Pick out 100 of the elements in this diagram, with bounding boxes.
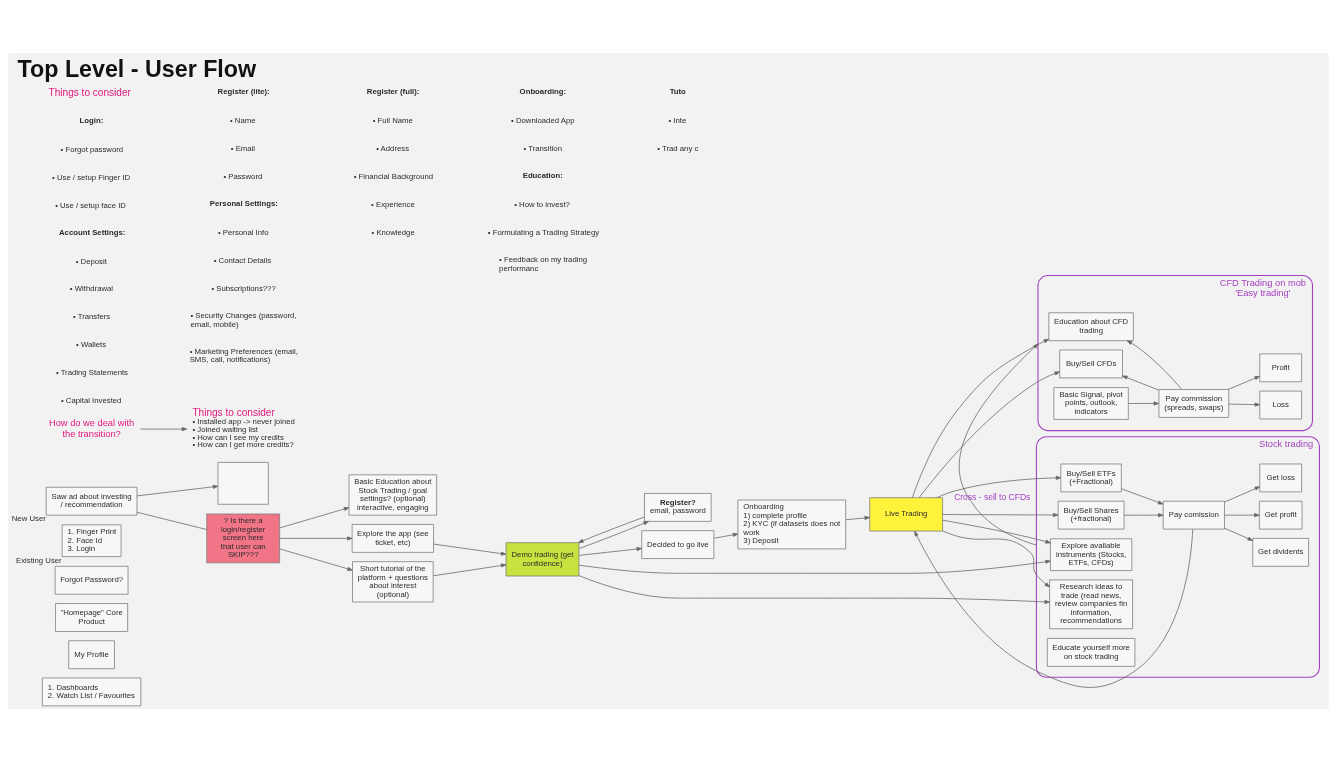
arrow xyxy=(918,370,1060,498)
arrow xyxy=(942,512,1059,517)
label: • Trading Statements xyxy=(55,367,128,377)
node-box: Basic Signal, pivot points, outlook, indicators xyxy=(1053,386,1129,420)
node-label: Existing User xyxy=(16,555,62,565)
node-box xyxy=(217,461,269,505)
label: • Use / setup face ID xyxy=(55,200,126,210)
label: • Feedback on my trading performanc xyxy=(499,254,588,273)
node-box: Live Trading xyxy=(869,496,943,531)
node-box: Get profit xyxy=(1258,500,1303,529)
arrow xyxy=(433,543,507,556)
arrow xyxy=(578,520,649,549)
node-box: Loss xyxy=(1259,390,1303,419)
label: • Experience xyxy=(371,199,415,209)
label: • Subscriptions??? xyxy=(211,283,276,293)
node-box: Forgot Password? xyxy=(54,565,129,595)
node-box: Buy/Sell ETFs (+Fractional) xyxy=(1060,463,1122,492)
node-box: Explore the app (see ticket, etc) xyxy=(351,523,434,553)
label: • Transition xyxy=(523,143,562,153)
arrow xyxy=(578,559,1051,574)
node-box: Decided to go live xyxy=(641,529,715,559)
label: • Withdrawal xyxy=(69,283,114,293)
label: • Forgot password xyxy=(60,144,124,154)
label: • Knowledge xyxy=(371,227,415,237)
node-box: Buy/Sell Shares (+fractional) xyxy=(1057,500,1125,529)
label: Things to consider xyxy=(48,86,131,98)
node-box: Basic Education about Stock Trading / goal settings? (optional) interactive, engaging xyxy=(348,473,438,516)
arrow xyxy=(1122,375,1160,390)
label: • Trad any c xyxy=(657,143,699,153)
node-box: Saw ad about investing / recommendation xyxy=(45,486,138,516)
arrow xyxy=(578,546,642,556)
label: Onboarding: xyxy=(519,86,567,96)
label: Education: xyxy=(522,170,563,180)
arrow xyxy=(942,519,1051,544)
arrow xyxy=(432,562,507,576)
arrow xyxy=(279,506,350,528)
node-box: My Profile xyxy=(68,639,115,669)
connector xyxy=(136,511,207,530)
arrow xyxy=(1126,339,1183,390)
diagram-title: Top Level - User Flow xyxy=(17,55,257,82)
label: • Deposit xyxy=(75,256,107,266)
label: • How to invest? xyxy=(514,199,570,209)
arrow xyxy=(911,338,1050,498)
arrow xyxy=(1227,375,1260,390)
label: • Full Name xyxy=(372,115,413,125)
label: Login: xyxy=(79,115,104,125)
arrow xyxy=(914,528,1194,688)
label: • Use / setup Finger ID xyxy=(52,172,131,182)
label: • Contact Details xyxy=(213,255,272,265)
label: Tuto xyxy=(669,86,686,96)
label: • Address xyxy=(376,143,410,153)
node-box: Get dividents xyxy=(1252,537,1309,567)
arrow xyxy=(1121,487,1164,504)
label: Register (full): xyxy=(366,86,420,96)
node-box: Pay comission xyxy=(1162,500,1225,529)
arrow xyxy=(1128,400,1159,405)
arrow xyxy=(1224,485,1261,502)
label: • Downloaded App xyxy=(511,115,575,125)
label: • Personal Info xyxy=(217,227,269,237)
node-box: Register? email, password xyxy=(644,492,712,522)
arrow xyxy=(578,516,645,543)
label: • Security Changes (password, email, mobile) xyxy=(190,310,297,329)
arrow xyxy=(1228,402,1261,407)
arrow xyxy=(845,515,870,520)
arrow xyxy=(136,484,219,496)
label: Personal Settings: xyxy=(209,198,278,208)
node-box: Education about CFD trading xyxy=(1048,311,1134,341)
label: • Transfers xyxy=(72,311,111,321)
arrow xyxy=(279,535,353,540)
node-box: Buy/Sell CFDs xyxy=(1059,349,1123,378)
arrow xyxy=(942,530,1050,587)
node-box: Short tutorial of the platform + questions about interest (optional) xyxy=(352,560,434,602)
label: Register (lite): xyxy=(217,86,270,96)
arrow xyxy=(140,426,188,431)
node-label: New User xyxy=(11,513,46,523)
node-box: Educate yourself more on stock trading xyxy=(1046,637,1136,667)
node-box: 1. Dashboards 2. Watch List / Favourites xyxy=(41,677,142,706)
node-box: Pay commission (spreads, swaps) xyxy=(1158,388,1230,418)
node-box: Explore available instruments (Stocks, ETFs, CFDs) xyxy=(1050,537,1133,571)
arrow xyxy=(1224,527,1254,541)
node-box: Profit xyxy=(1259,352,1303,382)
node-box: Get loss xyxy=(1259,463,1303,492)
arrow xyxy=(958,343,1039,546)
node-box: 1. Finger Print 2. Face Id 3. Login xyxy=(61,523,122,557)
node-box: "Homepage" Core Product xyxy=(55,602,129,632)
edge-label: Cross - sell to CFDs xyxy=(954,491,1031,502)
node-box: Research ideas to trade (read news, review companies fin information, recommendations xyxy=(1049,579,1133,629)
arrow xyxy=(936,475,1062,498)
arrow xyxy=(578,574,1050,604)
node-text: Things to consider • Installed app -> never joined • Joined waiting list • How can I see my credits • How can I get more credits? xyxy=(192,406,295,449)
arrow xyxy=(1123,512,1164,517)
label: • Wallets xyxy=(76,339,107,349)
label: Account Settings: xyxy=(59,227,126,237)
label: • Inte xyxy=(668,115,687,125)
arrow xyxy=(713,532,739,539)
node-box: Demo trading (get confidence) xyxy=(505,541,580,576)
label: • Password xyxy=(223,171,263,181)
label: • Marketing Preferences (email, SMS, call, notifications) xyxy=(189,346,298,364)
node-box: ? Is there a login/register screen here that user can SKIP??? xyxy=(206,513,280,563)
label: • Formulating a Trading Strategy xyxy=(487,227,600,237)
